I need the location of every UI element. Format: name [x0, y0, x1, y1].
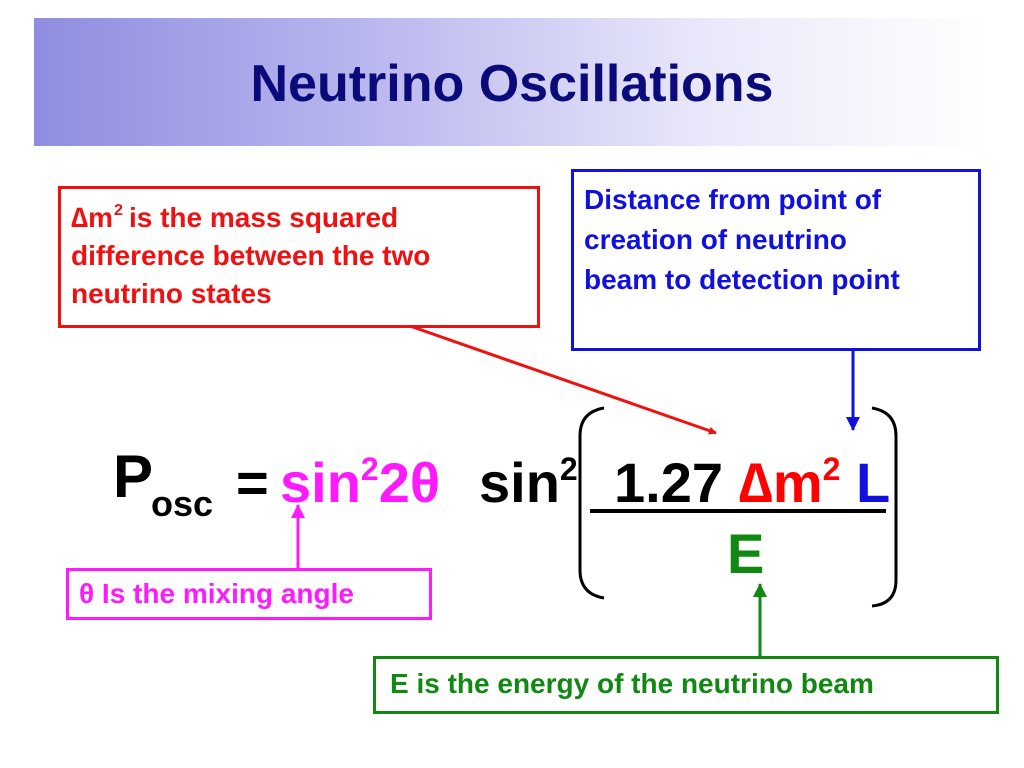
mass-callout-line-2: difference between the two — [71, 240, 431, 271]
slide-title: Neutrino Oscillations — [250, 55, 774, 113]
osc-subscript: osc — [151, 483, 214, 524]
mixing-angle-callout: θ Is the mixing angle — [66, 568, 432, 620]
coefficient-text: 1.27 — [614, 451, 723, 514]
length-symbol: L — [855, 451, 891, 514]
energy-denominator: E — [727, 522, 765, 585]
distance-callout-line-2: creation of neutrino — [584, 224, 847, 255]
sin2-exponent: 2 — [559, 451, 578, 487]
fraction-bar — [590, 509, 886, 513]
left-bracket — [578, 406, 605, 600]
equals-sign: = — [236, 451, 269, 514]
sin-squared-two-theta: sin22θ — [280, 448, 440, 518]
delta-m-formula: ∆m2 — [739, 451, 841, 514]
delta-m-symbol: ∆m — [71, 202, 114, 233]
sin-squared-second: sin2 — [479, 448, 578, 518]
sin-text: sin — [280, 451, 361, 514]
delta-m-exponent: 2 — [114, 202, 123, 219]
distance-callout: Distance from point of creation of neutr… — [571, 169, 981, 351]
distance-callout-line-3: beam to detection point — [584, 264, 900, 295]
mass-callout-line-1-text: is the mass squared — [128, 202, 399, 233]
sin2-text: sin — [479, 451, 560, 514]
mass-difference-callout: ∆m2 is the mass squared difference betwee… — [58, 186, 540, 328]
header-band — [34, 18, 990, 146]
probability-symbol: P — [113, 443, 154, 510]
fraction-numerator: 1.27 ∆m2 L — [614, 448, 890, 518]
mass-callout-line-3: neutrino states — [71, 278, 272, 309]
distance-callout-line-1: Distance from point of — [584, 184, 882, 215]
energy-callout: E is the energy of the neutrino beam — [373, 656, 999, 714]
sin-exponent: 2 — [360, 451, 379, 487]
delta-m-formula-text: ∆m — [738, 451, 823, 514]
mass-callout-line-1: ∆m2 is the mass squared — [71, 199, 527, 237]
delta-m-formula-exponent: 2 — [822, 451, 841, 487]
two-theta-text: 2θ — [378, 451, 441, 514]
